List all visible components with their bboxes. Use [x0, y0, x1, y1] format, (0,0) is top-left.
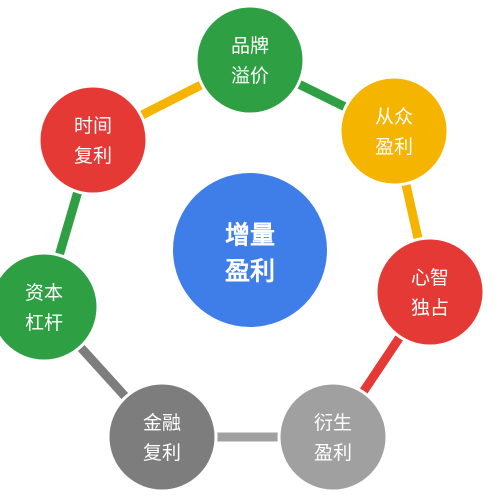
center-label-line2: 盈利: [225, 257, 275, 286]
node-finance-circle: [106, 381, 218, 493]
node-mind-label-line2: 独占: [411, 297, 449, 319]
node-derivative: 衍生 盈利: [277, 381, 389, 493]
node-time: 时间 复利: [37, 84, 149, 196]
node-crowd: 从众 盈利: [338, 75, 450, 187]
center-node: 增量 盈利: [173, 173, 327, 327]
node-capital-label-line2: 杠杆: [25, 312, 63, 334]
node-crowd-circle: [338, 75, 450, 187]
node-mind: 心智 独占: [374, 236, 486, 348]
node-mind-label-line1: 心智: [411, 267, 449, 289]
node-crowd-label-line1: 从众: [375, 106, 413, 128]
node-finance-label-line2: 复利: [143, 442, 181, 464]
center-label-line1: 增量: [225, 221, 275, 250]
node-capital-label-line1: 资本: [25, 282, 63, 304]
node-time-label-line1: 时间: [74, 115, 112, 137]
node-time-circle: [37, 84, 149, 196]
node-time-label-line2: 复利: [74, 145, 112, 167]
node-brand-label-line1: 品牌: [231, 35, 269, 57]
node-capital-circle: [0, 251, 100, 363]
node-crowd-label-line2: 盈利: [375, 136, 413, 158]
center-circle: [173, 173, 327, 327]
node-brand-circle: [194, 4, 306, 116]
node-finance: 金融 复利: [106, 381, 218, 493]
node-derivative-circle: [277, 381, 389, 493]
node-mind-circle: [374, 236, 486, 348]
node-finance-label-line1: 金融: [143, 412, 181, 434]
node-brand-label-line2: 溢价: [231, 65, 269, 87]
node-derivative-label-line2: 盈利: [314, 442, 352, 464]
node-derivative-label-line1: 衍生: [314, 412, 352, 434]
node-brand: 品牌 溢价: [194, 4, 306, 116]
node-capital: 资本 杠杆: [0, 251, 100, 363]
